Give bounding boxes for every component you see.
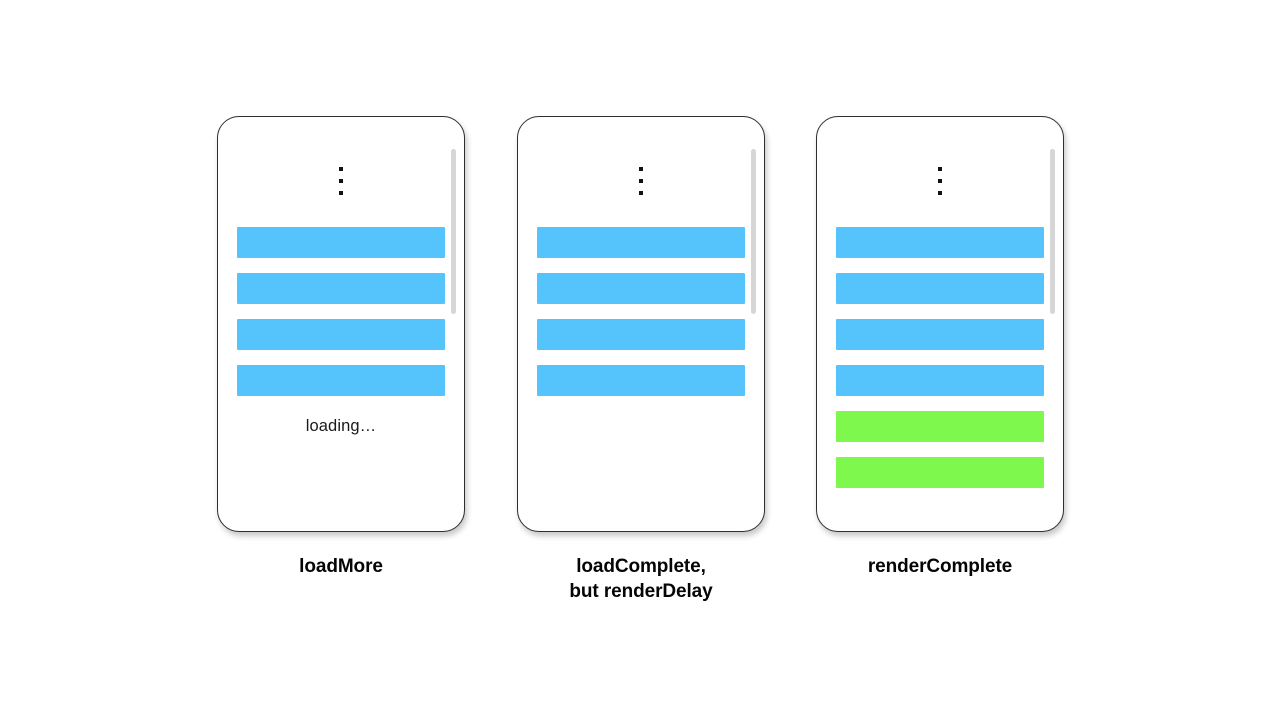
list-item[interactable] [237, 227, 445, 258]
list-item[interactable] [836, 319, 1044, 350]
list-item[interactable] [537, 273, 745, 304]
phone-screen [817, 117, 1063, 531]
phone-frame [517, 116, 765, 532]
content-list[interactable] [836, 227, 1044, 488]
list-item[interactable] [537, 319, 745, 350]
kebab-menu-icon[interactable] [817, 167, 1063, 195]
list-item[interactable] [237, 273, 445, 304]
list-item[interactable] [836, 227, 1044, 258]
caption-line: renderComplete [867, 556, 1013, 577]
caption-line: loadMore [299, 556, 383, 577]
kebab-dot [339, 167, 343, 171]
panel-load-complete-render-delay: loadComplete, but renderDelay [517, 116, 765, 605]
kebab-dot [639, 179, 643, 183]
panel-render-complete: renderComplete [816, 116, 1064, 579]
list-item[interactable] [537, 227, 745, 258]
list-item[interactable] [537, 365, 745, 396]
kebab-dot [938, 167, 942, 171]
list-item[interactable] [836, 457, 1044, 488]
list-item[interactable] [836, 365, 1044, 396]
panel-caption: loadMore [217, 554, 465, 579]
kebab-menu-icon[interactable] [518, 167, 764, 195]
scrollbar-thumb[interactable] [451, 149, 456, 314]
panel-load-more: loading… loadMore [217, 116, 465, 579]
kebab-dot [339, 191, 343, 195]
scrollbar-thumb[interactable] [751, 149, 756, 314]
scrollbar-thumb[interactable] [1050, 149, 1055, 314]
content-list[interactable] [537, 227, 745, 396]
kebab-dot [639, 191, 643, 195]
phone-screen: loading… [218, 117, 464, 531]
caption-line: loadComplete, [576, 556, 706, 577]
kebab-menu-icon[interactable] [218, 167, 464, 195]
phone-frame: loading… [217, 116, 465, 532]
kebab-dot [339, 179, 343, 183]
content-list[interactable] [237, 227, 445, 396]
caption-line: but renderDelay [569, 581, 713, 603]
list-item[interactable] [836, 411, 1044, 442]
panel-caption: renderComplete [816, 554, 1064, 579]
list-item[interactable] [237, 365, 445, 396]
list-item[interactable] [237, 319, 445, 350]
loading-status-text: loading… [305, 417, 377, 435]
phone-frame [816, 116, 1064, 532]
panel-caption: loadComplete, but renderDelay [517, 554, 765, 605]
kebab-dot [639, 167, 643, 171]
kebab-dot [938, 191, 942, 195]
phone-screen [518, 117, 764, 531]
kebab-dot [938, 179, 942, 183]
list-item[interactable] [836, 273, 1044, 304]
